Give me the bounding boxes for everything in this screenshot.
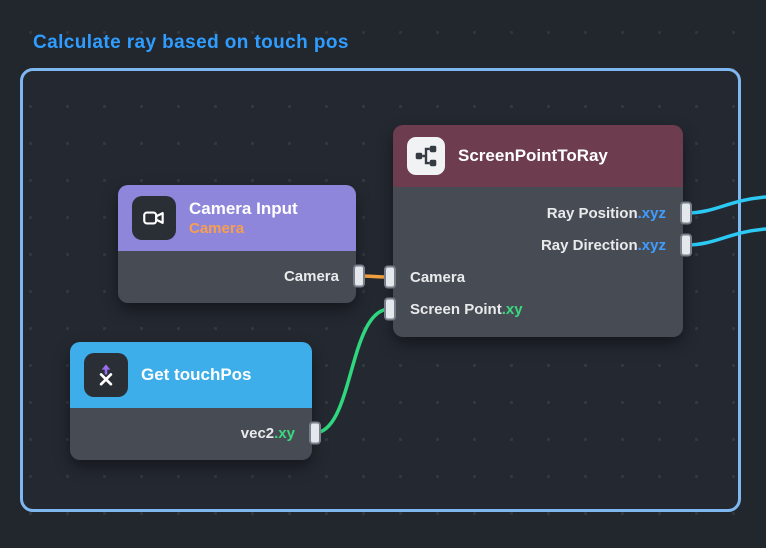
node-camera-input[interactable]: Camera Input Camera Camera <box>118 185 365 303</box>
port-screen-point-input[interactable] <box>384 297 396 321</box>
node-title: ScreenPointToRay <box>458 146 608 166</box>
node-get-touch-pos[interactable]: Get touchPos vec2.xy <box>70 342 321 460</box>
input-label: Camera <box>410 268 466 286</box>
camera-icon <box>132 196 176 240</box>
node-screen-point-to-ray-header[interactable]: ScreenPointToRay <box>393 125 683 187</box>
port-vec2-output[interactable] <box>309 421 321 445</box>
node-title: Get touchPos <box>141 365 252 385</box>
output-suffix: .xyz <box>637 236 666 254</box>
port-ray-position-output[interactable] <box>680 201 692 225</box>
node-title: Camera Input <box>189 199 298 219</box>
output-row-ray-direction: Ray Direction.xyz <box>393 229 692 261</box>
output-suffix: .xy <box>274 424 295 442</box>
node-camera-input-titles: Camera Input Camera <box>189 198 298 237</box>
output-label: vec2 <box>240 424 275 442</box>
output-row-camera: Camera <box>118 259 365 293</box>
port-camera-output[interactable] <box>353 264 365 288</box>
node-get-touch-pos-body: vec2.xy <box>70 408 321 460</box>
node-screen-point-to-ray-body: Ray Position.xyz Ray Direction.xyz Camer… <box>384 187 692 337</box>
input-suffix: .xy <box>501 300 523 318</box>
port-camera-input[interactable] <box>384 265 396 289</box>
output-row-ray-position: Ray Position.xyz <box>393 197 692 229</box>
node-screen-point-to-ray[interactable]: ScreenPointToRay Ray Position.xyz Ray Di… <box>384 125 692 337</box>
split-branch-icon <box>407 137 445 175</box>
output-suffix: .xyz <box>637 204 666 222</box>
graph-title: Calculate ray based on touch pos <box>33 32 349 53</box>
node-camera-input-body: Camera <box>118 251 365 303</box>
output-label: Ray Direction <box>540 236 638 254</box>
input-row-screen-point: Screen Point.xy <box>384 293 683 325</box>
input-row-camera: Camera <box>384 261 683 293</box>
port-ray-direction-output[interactable] <box>680 233 692 257</box>
node-camera-input-header[interactable]: Camera Input Camera <box>118 185 356 251</box>
output-label: Camera <box>283 267 339 285</box>
touch-position-icon <box>84 353 128 397</box>
node-subtitle: Camera <box>189 219 245 237</box>
output-row-vec2: vec2.xy <box>70 416 321 450</box>
output-label: Ray Position <box>546 204 638 222</box>
node-get-touch-pos-header[interactable]: Get touchPos <box>70 342 312 408</box>
input-label: Screen Point <box>410 300 502 318</box>
comment-frame[interactable] <box>20 68 741 512</box>
